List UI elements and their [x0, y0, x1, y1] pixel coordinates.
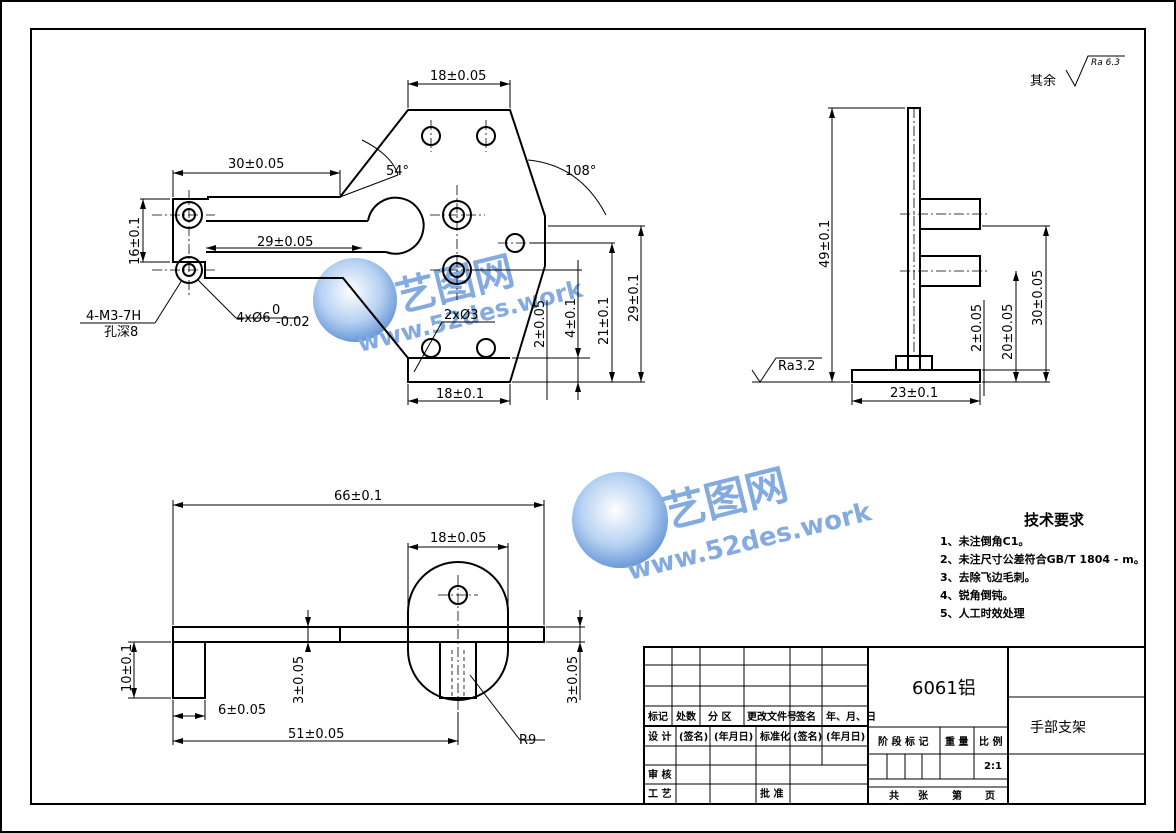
- dim-top-18: 18±0.05: [430, 69, 486, 84]
- tb-row1-1: 处数: [675, 710, 697, 723]
- tb-row2-3: 标准化: [759, 730, 790, 743]
- tb-scale-header: 比 例: [979, 735, 1002, 748]
- dim-left-16: 16±0.1: [128, 217, 143, 265]
- tb-stage-header: 阶 段 标 记: [878, 735, 928, 748]
- dim-v-2: 2±0.05: [533, 300, 548, 348]
- top-view-dimensions: 66±0.1 18±0.05 10±0.1 3±0.05 6±0.05 51±0…: [120, 489, 581, 748]
- side-view: [751, 107, 1050, 405]
- tb-row1-4: 签名: [795, 710, 816, 723]
- watermark-globe-icon-2: [572, 472, 668, 568]
- roughness-symbol-icon: [1065, 55, 1125, 88]
- tb-approve: 批 准: [760, 787, 783, 800]
- tb-process: 工 艺: [648, 787, 671, 800]
- title-block: [643, 646, 1146, 805]
- tb-sheets-0: 共: [889, 789, 899, 802]
- dim-tol-lower: -0.02: [276, 315, 310, 330]
- dim-b-6: 6±0.05: [218, 703, 266, 718]
- front-view-outline: [172, 109, 546, 383]
- tb-row1-2: 分 区: [708, 710, 731, 723]
- tech-req-item-4: 4、锐角倒钝。: [940, 588, 1014, 602]
- surface-note-prefix: 其余: [1030, 73, 1056, 89]
- part-name-label: 手部支架: [1030, 720, 1086, 736]
- dim-b-3b: 3±0.05: [566, 656, 581, 704]
- tech-requirements: 技术要求 1、未注倒角C1。 2、未注尺寸公差符合GB/T 1804 - m。 …: [940, 511, 1145, 620]
- tb-row2-2: (年月日): [714, 730, 753, 743]
- dim-v-21: 21±0.1: [597, 297, 612, 345]
- dim-angle-108: 108°: [565, 164, 596, 179]
- tb-sheets-1: 张: [918, 789, 929, 802]
- tb-row1-3: 更改文件号: [747, 710, 797, 723]
- dim-v-29: 29±0.1: [627, 274, 642, 322]
- surface-finish-note: 其余 Ra 6.3: [1030, 55, 1125, 89]
- dim-left-30: 30±0.05: [228, 157, 284, 172]
- tech-req-item-5: 5、人工时效处理: [940, 606, 1025, 620]
- tech-req-item-2: 2、未注尺寸公差符合GB/T 1804 - m。: [940, 552, 1145, 566]
- tb-weight-header: 重 量: [945, 735, 968, 748]
- tech-requirements-title: 技术要求: [1024, 511, 1085, 529]
- side-roughness: Ra3.2: [778, 359, 815, 374]
- tb-row1-5: 年、月、日: [826, 710, 876, 723]
- front-view-dimensions: 18±0.05 30±0.05 54° 108° 16±0.1 29±0.05 …: [86, 69, 642, 402]
- dim-b-51: 51±0.05: [288, 727, 344, 742]
- tb-row2-0: 设 计: [648, 730, 671, 743]
- tb-row2-4: (签名): [793, 730, 822, 743]
- tech-req-item-3: 3、去除飞边毛刺。: [940, 570, 1036, 584]
- dim-angle-54: 54°: [386, 164, 409, 179]
- tb-row2-1: (签名): [679, 730, 708, 743]
- tb-review: 审 核: [648, 768, 671, 781]
- top-view: [128, 500, 585, 745]
- dim-side-2: 2±0.05: [970, 304, 985, 352]
- front-view: [80, 80, 645, 405]
- dim-v-4: 4±0.1: [564, 298, 579, 338]
- surface-note-value: Ra 6.3: [1091, 58, 1120, 68]
- dim-b-r9: R9: [519, 733, 536, 748]
- tb-row2-5: (年月日): [826, 730, 865, 743]
- dim-side-23: 23±0.1: [890, 386, 938, 401]
- dim-holes-4x: 4xØ6: [236, 311, 270, 326]
- tb-row1-0: 标记: [647, 710, 668, 723]
- dim-holes-2x: 2xØ3: [444, 308, 478, 323]
- tb-sheets-2: 第: [952, 789, 962, 802]
- dim-b-3a: 3±0.05: [292, 656, 307, 704]
- title-block-text: 标记 处数 分 区 更改文件号 签名 年、月、日 设 计 (签名) (年月日) …: [647, 678, 1086, 802]
- dim-inner-29: 29±0.05: [257, 235, 313, 250]
- dim-thread: 4-M3-7H: [86, 309, 141, 324]
- tb-scale-value: 2:1: [984, 761, 1002, 772]
- tb-sheets-3: 页: [985, 790, 995, 802]
- tech-req-item-1: 1、未注倒角C1。: [940, 534, 1029, 548]
- watermark-bottom: 艺图网 www.52des.work: [572, 460, 875, 587]
- dim-bottom-18: 18±0.1: [436, 387, 484, 402]
- inner-frame: [30, 28, 1146, 805]
- dim-side-20: 20±0.05: [1001, 304, 1016, 360]
- dim-side-49: 49±0.1: [818, 220, 833, 268]
- dim-thread-depth: 孔深8: [104, 325, 138, 340]
- side-view-dimensions: 49±0.1 2±0.05 20±0.05 30±0.05 23±0.1 Ra3…: [778, 220, 1046, 401]
- dim-b-66: 66±0.1: [334, 489, 382, 504]
- dim-b-18: 18±0.05: [430, 531, 486, 546]
- dim-side-30: 30±0.05: [1031, 270, 1046, 326]
- dim-b-10: 10±0.1: [120, 644, 135, 692]
- material-label: 6061铝: [912, 678, 976, 699]
- dim-tol-upper: 0: [272, 303, 280, 318]
